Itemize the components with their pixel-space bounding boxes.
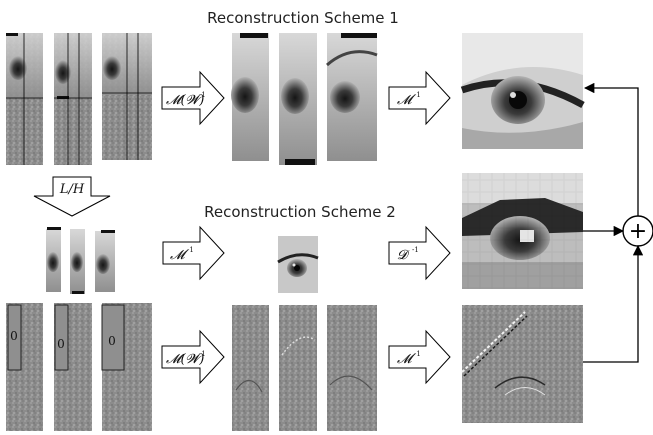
sum-node: + bbox=[622, 215, 653, 247]
m-inverse-sup-bottom: -1 bbox=[414, 350, 421, 358]
scheme1-reconstructed-strips bbox=[231, 33, 378, 165]
scheme2-lowpass-strips bbox=[46, 227, 115, 294]
mw-inverse-sup-top: -1 bbox=[199, 91, 206, 99]
recon-highpass-strip-3 bbox=[327, 305, 377, 431]
m-inverse-arrow-bottom: 𝓜 -1 bbox=[388, 329, 451, 385]
lh-label: L/H bbox=[59, 182, 85, 197]
recon-highpass-strip-2 bbox=[279, 305, 317, 431]
mw-inverse-sup-bottom: -1 bbox=[199, 350, 206, 358]
lowpass-strip-1 bbox=[46, 227, 61, 292]
scheme2-title: Reconstruction Scheme 2 bbox=[204, 203, 396, 221]
zero-mask-label: 0 bbox=[10, 329, 18, 343]
scheme2-small-eye bbox=[277, 236, 319, 293]
d-inverse-sup: -1 bbox=[412, 246, 419, 254]
scheme1-title: Reconstruction Scheme 1 bbox=[207, 9, 399, 27]
d-inverse-label: 𝓓 bbox=[397, 248, 410, 263]
highpass-strip-2: 0 bbox=[54, 303, 92, 431]
d-inverse-arrow: 𝓓 -1 bbox=[388, 225, 451, 281]
lowpass-strip-2 bbox=[70, 229, 85, 294]
recon-strip-1 bbox=[231, 33, 269, 161]
input-strip-2 bbox=[54, 33, 92, 165]
sum-symbol: + bbox=[629, 219, 647, 244]
mw-inverse-label-top: 𝓜(𝓦) bbox=[166, 93, 204, 108]
input-strip-1 bbox=[6, 33, 43, 165]
mw-inverse-arrow-top: 𝓜(𝓦) -1 bbox=[161, 70, 225, 126]
recon-strip-3 bbox=[326, 33, 378, 161]
highpass-strip-1: 0 bbox=[6, 303, 43, 431]
lh-down-arrow: L/H bbox=[33, 176, 111, 217]
lowpass-strip-3 bbox=[95, 230, 115, 292]
m-inverse-arrow-top: 𝓜 -1 bbox=[388, 70, 451, 126]
scheme2-recon-highpass-strips bbox=[232, 305, 377, 431]
input-strip-3 bbox=[102, 33, 152, 160]
scheme2-highpass-strips: 0 0 0 bbox=[6, 303, 152, 431]
m-inverse-label-bottom: 𝓜 bbox=[397, 352, 416, 367]
mw-inverse-arrow-bottom: 𝓜(𝓦) -1 bbox=[161, 329, 225, 385]
m-inverse-sup-top: -1 bbox=[414, 91, 421, 99]
recon-highpass-strip-1 bbox=[232, 305, 269, 431]
m-inverse-arrow-middle: 𝓜 -1 bbox=[162, 225, 225, 281]
scheme2-detail-image bbox=[461, 305, 583, 423]
mw-inverse-label-bottom: 𝓜(𝓦) bbox=[166, 352, 204, 367]
scheme1-input-strips bbox=[6, 33, 152, 165]
zero-mask-label: 0 bbox=[108, 334, 116, 348]
scheme2-upsampled-eye bbox=[462, 173, 583, 289]
m-inverse-label-top: 𝓜 bbox=[397, 93, 416, 108]
m-inverse-label-middle: 𝓜 bbox=[170, 248, 189, 263]
highpass-strip-3: 0 bbox=[101, 303, 152, 431]
connector-lines bbox=[583, 82, 644, 363]
zero-mask-label: 0 bbox=[57, 337, 65, 351]
recon-strip-2 bbox=[279, 33, 317, 165]
m-inverse-sup-middle: -1 bbox=[187, 246, 194, 254]
scheme1-output-eye bbox=[460, 33, 585, 149]
